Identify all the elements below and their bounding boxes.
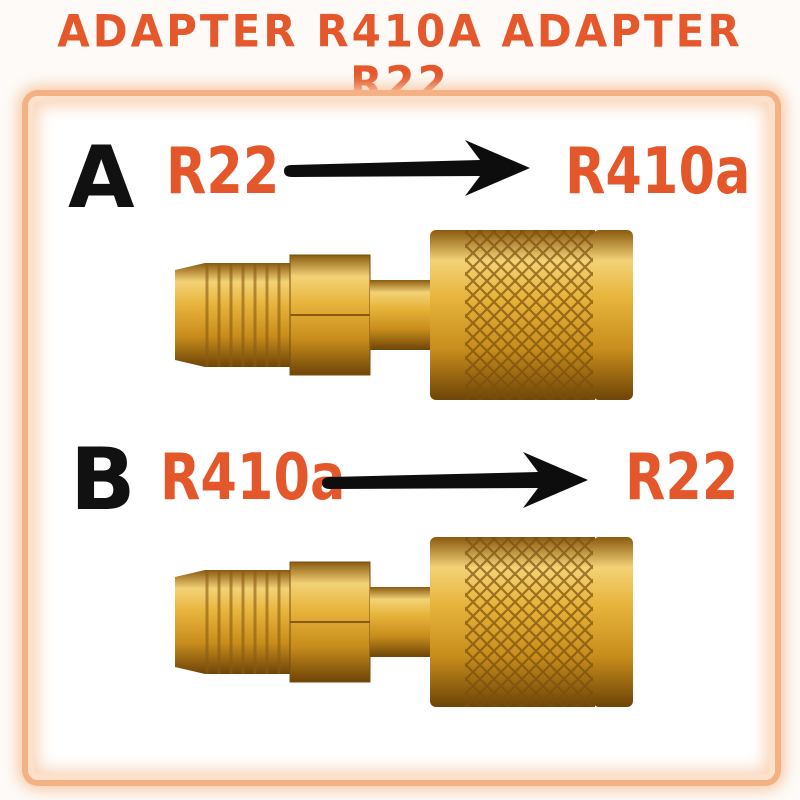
row-b-to-label: R22 xyxy=(625,441,739,515)
row-b-letter: B xyxy=(70,430,136,530)
row-b-from-label: R410a xyxy=(160,441,346,515)
row-a-letter: A xyxy=(68,128,135,228)
row-a-to-label: R410a xyxy=(565,135,751,209)
arrow-right-icon xyxy=(284,140,530,196)
brass-adapter-image xyxy=(165,532,635,712)
arrow-right-icon xyxy=(322,452,588,508)
row-a-from-label: R22 xyxy=(166,135,280,209)
page-title: ADAPTER R410A ADAPTER R22 xyxy=(57,5,743,109)
brass-adapter-image xyxy=(165,225,635,405)
content-frame xyxy=(28,96,775,780)
